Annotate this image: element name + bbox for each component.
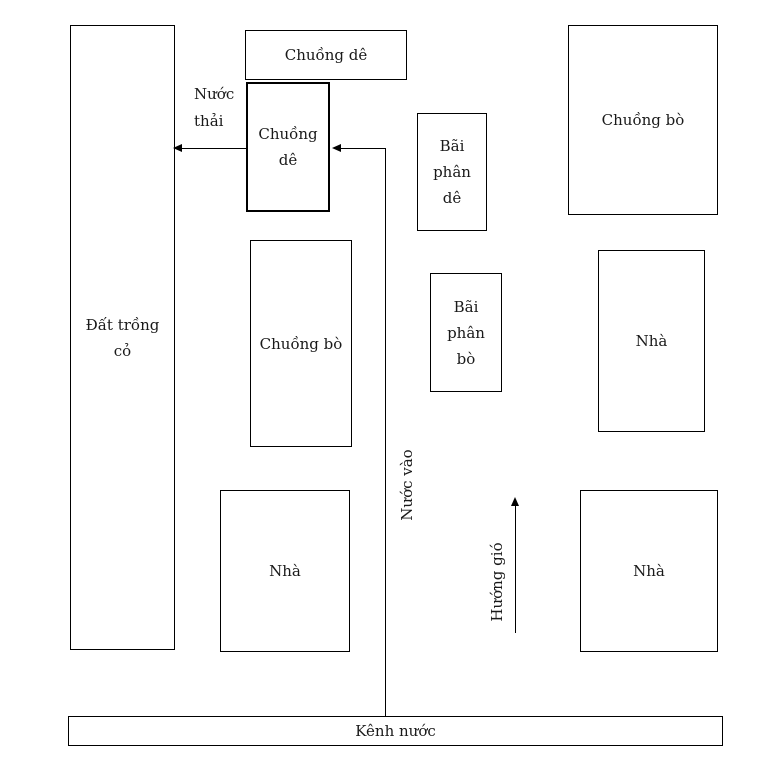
- wind-direction-label: Hướng gió: [488, 542, 506, 622]
- goat-barn-top-label: Chuồng dê: [284, 46, 368, 64]
- house-bottom-right-box: Nhà: [580, 490, 718, 652]
- wind-arrowhead-icon: [511, 497, 519, 506]
- waste-water-arrowhead-icon: [173, 144, 182, 152]
- goat-barn-top-box: Chuồng dê: [245, 30, 407, 80]
- waste-water-label: Nước thải: [194, 85, 235, 130]
- grass-field-label: Đất trồng cỏ: [85, 315, 160, 360]
- goat-barn-small-label: Chuồng dê: [258, 125, 318, 169]
- cow-manure-box: Bãi phân bò: [430, 273, 502, 392]
- house-bottom-right-label: Nhà: [633, 562, 665, 580]
- house-bottom-left-label: Nhà: [269, 562, 301, 580]
- wind-arrow-line: [515, 505, 516, 633]
- house-right-label: Nhà: [635, 332, 668, 350]
- cow-barn-right-box: Chuồng bò: [568, 25, 718, 215]
- goat-barn-small-box: Chuồng dê: [246, 82, 330, 212]
- goat-manure-box: Bãi phân dê: [417, 113, 487, 231]
- canal-box: Kênh nước: [68, 716, 723, 746]
- water-in-pipe-line: [385, 148, 386, 716]
- goat-manure-label: Bãi phân dê: [433, 137, 471, 207]
- canal-label: Kênh nước: [355, 722, 436, 740]
- cow-manure-label: Bãi phân bò: [447, 297, 485, 368]
- house-bottom-left-box: Nhà: [220, 490, 350, 652]
- house-right-box: Nhà: [598, 250, 705, 432]
- water-in-label: Nước vào: [398, 449, 416, 521]
- water-in-arrowhead-icon: [332, 144, 341, 152]
- cow-barn-mid-box: Chuồng bò: [250, 240, 352, 447]
- cow-barn-right-label: Chuồng bò: [601, 111, 685, 129]
- cow-barn-mid-label: Chuồng bò: [259, 334, 343, 353]
- grass-field-box: Đất trồng cỏ: [70, 25, 175, 650]
- water-in-arrow-line: [341, 148, 386, 149]
- waste-water-arrow-line: [182, 148, 246, 149]
